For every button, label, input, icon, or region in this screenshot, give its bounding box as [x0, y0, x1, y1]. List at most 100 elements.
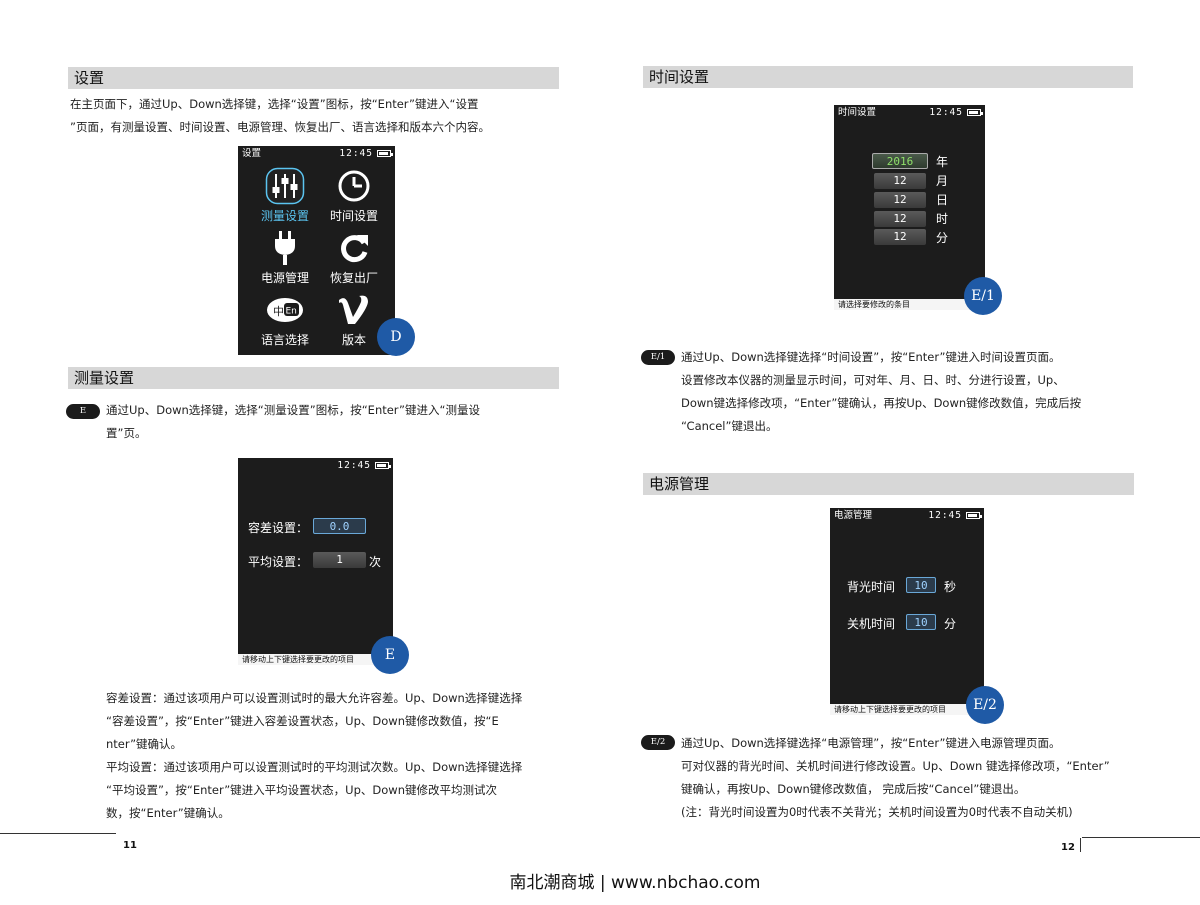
battery-icon — [967, 109, 983, 116]
clock-text: 12:45 — [337, 460, 371, 471]
desc-line-4: 平均设置：通过该项用户可以设置测试时的平均测试次数。Up、Down选择键选择 — [106, 760, 523, 774]
step-pill-e1: E/1 — [641, 350, 675, 365]
settings-para-line-1: 在主页面下，通过Up、Down选择键，选择“设置”图标，按“Enter”键进入“… — [70, 97, 479, 111]
sliders-icon — [265, 167, 305, 205]
menu-item-time-settings[interactable]: 时间设置 — [315, 168, 393, 224]
measure-para-line-1: 通过Up、Down选择键，选择“测量设置”图标，按“Enter”键进入“测量设 — [106, 403, 480, 417]
section-title-time: 时间设置 — [643, 66, 1133, 88]
badge-e2: E/2 — [966, 686, 1004, 724]
desc-line-1: 容差设置：通过该项用户可以设置测试时的最大允许容差。Up、Down选择键选择 — [106, 691, 523, 705]
badge-e: E — [371, 636, 409, 674]
section-title-measure: 测量设置 — [68, 367, 559, 389]
power-management-screen: 电源管理 12:45 背光时间 10 秒 关机时间 10 分 请移动上下键选择要… — [830, 508, 984, 715]
page-number-left: 11 — [123, 840, 137, 851]
clock-icon — [338, 170, 370, 202]
section-title-settings: 设置 — [68, 67, 559, 89]
battery-icon — [966, 512, 982, 519]
time-settings-screen: 时间设置 12:45 2016 年 12 月 12 日 12 时 12 分 请选… — [834, 105, 985, 310]
clock-text: 12:45 — [928, 510, 962, 521]
screen-footer-hint: 请选择要修改的条目 — [834, 299, 985, 310]
backlight-label: 背光时间 — [847, 580, 896, 594]
battery-icon — [377, 150, 393, 157]
minute-unit: 分 — [936, 231, 949, 245]
menu-label-reset: 恢复出厂 — [329, 271, 378, 285]
day-unit: 日 — [936, 193, 949, 207]
power-para-line-3: 键确认，再按Up、Down键修改数值， 完成后按“Cancel”键退出。 — [681, 782, 1026, 796]
time-para-line-3: Down键选择修改项，“Enter”键确认，再按Up、Down键修改数值，完成后… — [681, 396, 1082, 410]
menu-label-language: 语言选择 — [260, 333, 309, 347]
screen-title: 电源管理 — [834, 510, 873, 521]
measure-description: 容差设置：通过该项用户可以设置测试时的最大允许容差。Up、Down选择键选择 “… — [106, 687, 576, 825]
time-para-line-2: 设置修改本仪器的测量显示时间，可对年、月、日、时、分进行设置，Up、 — [681, 373, 1065, 387]
hour-unit: 时 — [936, 212, 949, 226]
measure-paragraph: 通过Up、Down选择键，选择“测量设置”图标，按“Enter”键进入“测量设 … — [106, 399, 566, 445]
screen-title: 设置 — [242, 148, 262, 159]
badge-e1: E/1 — [964, 277, 1002, 315]
hour-field[interactable]: 12 — [874, 211, 926, 227]
screen-status-bar: 设置 12:45 — [238, 146, 395, 162]
settings-para-line-2: ”页面，有测量设置、时间设置、电源管理、恢复出厂、语言选择和版本六个内容。 — [70, 120, 490, 134]
section-title-power: 电源管理 — [643, 473, 1134, 495]
average-field[interactable]: 1 — [313, 552, 366, 568]
menu-label-version: 版本 — [341, 333, 366, 347]
step-pill-e: E — [66, 404, 100, 419]
badge-d: D — [377, 318, 415, 356]
clock-text: 12:45 — [929, 107, 963, 118]
footer-rule-right — [1082, 837, 1200, 838]
backlight-unit: 秒 — [944, 580, 957, 594]
day-field[interactable]: 12 — [874, 192, 926, 208]
settings-menu-screen: 设置 12:45 测量设置 时间设置 — [238, 146, 395, 355]
tolerance-label: 容差设置： — [248, 521, 309, 535]
backlight-field[interactable]: 10 — [906, 577, 936, 593]
desc-line-5: “平均设置”，按“Enter”键进入平均设置状态，Up、Down键修改平均测试次 — [106, 783, 497, 797]
menu-item-power-management[interactable]: 电源管理 — [246, 230, 324, 286]
menu-label-power: 电源管理 — [260, 271, 309, 285]
watermark-text: 南北潮商城 | www.nbchao.com — [509, 873, 761, 893]
screen-status-bar: 电源管理 12:45 — [830, 508, 984, 524]
language-icon: 中 En — [267, 298, 303, 322]
screen-title: 时间设置 — [838, 107, 877, 118]
month-unit: 月 — [936, 174, 949, 188]
step-pill-e2: E/2 — [641, 735, 675, 750]
time-para-line-1: 通过Up、Down选择键选择“时间设置”，按“Enter”键进入时间设置页面。 — [681, 350, 1061, 364]
screen-footer-hint: 请移动上下键选择要更改的项目 — [238, 654, 393, 665]
screen-status-bar: 时间设置 12:45 — [834, 105, 985, 121]
power-para-line-1: 通过Up、Down选择键选择“电源管理”，按“Enter”键进入电源管理页面。 — [681, 736, 1061, 750]
power-para-line-4: (注：背光时间设置为0时代表不关背光；关机时间设置为0时代表不自动关机) — [681, 805, 1073, 819]
version-v-icon — [339, 295, 368, 324]
settings-paragraph: 在主页面下，通过Up、Down选择键，选择“设置”图标，按“Enter”键进入“… — [70, 93, 570, 139]
average-label: 平均设置： — [248, 555, 309, 569]
shutdown-field[interactable]: 10 — [906, 614, 936, 630]
menu-item-language[interactable]: 中 En 语言选择 — [246, 292, 324, 348]
measure-settings-screen: 12:45 容差设置： 0.0 平均设置： 1 次 请移动上下键选择要更改的项目 — [238, 458, 393, 665]
menu-label-measure: 测量设置 — [260, 209, 309, 223]
screen-status-bar: 12:45 — [238, 458, 393, 474]
shutdown-unit: 分 — [944, 617, 957, 631]
screen-footer-hint: 请移动上下键选择要更改的项目 — [830, 704, 984, 715]
menu-item-factory-reset[interactable]: 恢复出厂 — [315, 230, 393, 286]
month-field[interactable]: 12 — [874, 173, 926, 189]
year-field[interactable]: 2016 — [872, 153, 928, 169]
plug-icon — [275, 231, 295, 265]
year-unit: 年 — [936, 155, 949, 169]
lang-icon-zh: 中 — [273, 305, 284, 318]
shutdown-label: 关机时间 — [847, 617, 896, 631]
clock-text: 12:45 — [339, 148, 373, 159]
time-para-line-4: “Cancel”键退出。 — [681, 419, 778, 433]
desc-line-2: “容差设置”，按“Enter”键进入容差设置状态，Up、Down键修改数值，按“… — [106, 714, 499, 728]
refresh-icon — [341, 235, 368, 263]
page-number-divider — [1080, 838, 1081, 852]
menu-item-measure-settings[interactable]: 测量设置 — [246, 167, 324, 224]
menu-item-version[interactable]: 版本 — [315, 292, 393, 348]
desc-line-3: nter”键确认。 — [106, 737, 183, 751]
measure-para-line-2: 置”页。 — [106, 426, 147, 440]
footer-rule-left — [0, 833, 116, 834]
menu-label-time: 时间设置 — [329, 209, 378, 223]
lang-icon-en: En — [286, 307, 297, 317]
power-paragraph: 通过Up、Down选择键选择“电源管理”，按“Enter”键进入电源管理页面。 … — [681, 732, 1151, 824]
page-number-right: 12 — [1061, 842, 1075, 853]
time-paragraph: 通过Up、Down选择键选择“时间设置”，按“Enter”键进入时间设置页面。 … — [681, 346, 1151, 438]
power-para-line-2: 可对仪器的背光时间、关机时间进行修改设置。Up、Down 键选择修改项，“Ent… — [681, 759, 1110, 773]
minute-field[interactable]: 12 — [874, 229, 926, 245]
tolerance-field[interactable]: 0.0 — [313, 518, 366, 534]
